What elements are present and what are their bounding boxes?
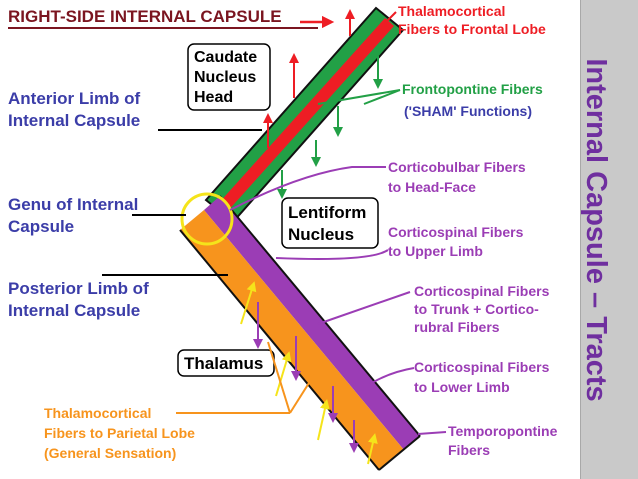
corticospinal-lower-label: Corticospinal Fibers to Lower Limb bbox=[414, 359, 553, 395]
corticobulbar-label: Corticobulbar Fibers to Head-Face bbox=[388, 159, 530, 195]
temporopontine-label-line: Fibers bbox=[448, 442, 490, 458]
frontopontine-leader bbox=[317, 89, 401, 105]
caudate-label-line: Head bbox=[194, 89, 233, 106]
genu-label-line: Capsule bbox=[8, 217, 74, 236]
yellow-arrow bbox=[240, 281, 257, 325]
lentiform-label-line: Nucleus bbox=[288, 225, 354, 244]
posterior-limb-edge-bottom bbox=[179, 229, 380, 471]
anterior-limb-label-line: Anterior Limb of bbox=[8, 89, 141, 108]
corticobulbar-leader bbox=[229, 166, 386, 211]
temporopontine-label-line: Temporopontine bbox=[448, 423, 558, 439]
corticobulbar-label-line: Corticobulbar Fibers bbox=[388, 159, 526, 175]
genu-label: Genu of Internal Capsule bbox=[8, 195, 143, 236]
side-title: Internal Capsule – Tracts bbox=[580, 58, 612, 402]
thalamocortical-frontal-label-line: Thalamocortical bbox=[398, 3, 505, 19]
thalamus-label: Thalamus bbox=[184, 354, 263, 373]
posterior-limb-label-line: Posterior Limb of bbox=[8, 279, 149, 298]
corticospinal-trunk-label-line: rubral Fibers bbox=[414, 319, 500, 335]
genu-label-line: Genu of Internal bbox=[8, 195, 138, 214]
corticospinal-lower-label-line: Corticospinal Fibers bbox=[414, 359, 550, 375]
slide: RIGHT-SIDE INTERNAL CAPSULE Anterior Lim… bbox=[8, 3, 561, 471]
thalamocortical-frontal-stripe bbox=[217, 18, 394, 213]
thalamocortical-parietal-leader bbox=[289, 374, 315, 414]
corticospinal-trunk-label-line: to Trunk + Cortico- bbox=[414, 301, 539, 317]
sidebar-panel bbox=[580, 0, 638, 479]
thalamocortical-parietal-label-line: Fibers to Parietal Lobe bbox=[44, 425, 195, 441]
corticospinal-upper-label-line: Corticospinal Fibers bbox=[388, 224, 524, 240]
corticospinal-lower-leader bbox=[369, 367, 415, 385]
thalamocortical-parietal-leader bbox=[267, 341, 291, 414]
corticospinal-trunk-leader bbox=[317, 291, 411, 325]
posterior-limb-end bbox=[378, 435, 421, 471]
corticospinal-upper-leader bbox=[275, 249, 389, 260]
yellow-arrow bbox=[275, 351, 292, 397]
yellow-arrow bbox=[367, 433, 378, 465]
anterior-limb-label: Anterior Limb of Internal Capsule bbox=[8, 89, 145, 130]
posterior-limb-label: Posterior Limb of Internal Capsule bbox=[8, 279, 153, 320]
frontopontine-leader bbox=[363, 89, 401, 105]
thalamocortical-parietal-label-line: (General Sensation) bbox=[44, 445, 176, 461]
thalamocortical-parietal-label: Thalamocortical Fibers to Parietal Lobe … bbox=[44, 405, 199, 461]
caudate-label-line: Nucleus bbox=[194, 69, 256, 86]
thalamocortical-frontal-label: Thalamocortical Fibers to Frontal Lobe bbox=[398, 3, 546, 37]
diagram-title: RIGHT-SIDE INTERNAL CAPSULE bbox=[8, 7, 282, 26]
frontopontine-label: Frontopontine Fibers ('SHAM' Functions) bbox=[402, 81, 547, 119]
thalamocortical-frontal-leader bbox=[385, 11, 397, 23]
caudate-box bbox=[187, 43, 271, 111]
lentiform-label: Lentiform Nucleus bbox=[288, 203, 371, 244]
thalamocortical-frontal-label-line: Fibers to Frontal Lobe bbox=[398, 21, 546, 37]
corticospinal-trunk-label-line: Corticospinal Fibers bbox=[414, 283, 550, 299]
frontopontine-label-line: Frontopontine Fibers bbox=[402, 81, 543, 97]
posterior-limb-orange-band bbox=[180, 210, 404, 470]
internal-capsule-diagram: RIGHT-SIDE INTERNAL CAPSULE Anterior Lim… bbox=[8, 3, 561, 471]
corticospinal-lower-label-line: to Lower Limb bbox=[414, 379, 510, 395]
corticospinal-upper-label-line: to Upper Limb bbox=[388, 243, 483, 259]
corticobulbar-label-line: to Head-Face bbox=[388, 179, 476, 195]
genu-circle bbox=[180, 192, 234, 246]
caudate-label-line: Caudate bbox=[194, 49, 257, 66]
caudate-label: Caudate Nucleus Head bbox=[194, 49, 262, 106]
posterior-limb-purple-band bbox=[204, 196, 420, 450]
yellow-arrow bbox=[317, 399, 330, 441]
posterior-limb-edge-top bbox=[219, 195, 421, 437]
lentiform-box bbox=[281, 197, 379, 249]
thalamocortical-parietal-label-line: Thalamocortical bbox=[44, 405, 151, 421]
posterior-limb-label-line: Internal Capsule bbox=[8, 301, 140, 320]
lentiform-label-line: Lentiform bbox=[288, 203, 366, 222]
anterior-limb-label-line: Internal Capsule bbox=[8, 111, 140, 130]
corticospinal-upper-label: Corticospinal Fibers to Upper Limb bbox=[388, 224, 527, 259]
temporopontine-leader bbox=[417, 431, 447, 435]
temporopontine-label: Temporopontine Fibers bbox=[448, 423, 561, 458]
corticospinal-trunk-label: Corticospinal Fibers to Trunk + Cortico-… bbox=[414, 283, 553, 335]
frontopontine-label-line: ('SHAM' Functions) bbox=[404, 103, 532, 119]
